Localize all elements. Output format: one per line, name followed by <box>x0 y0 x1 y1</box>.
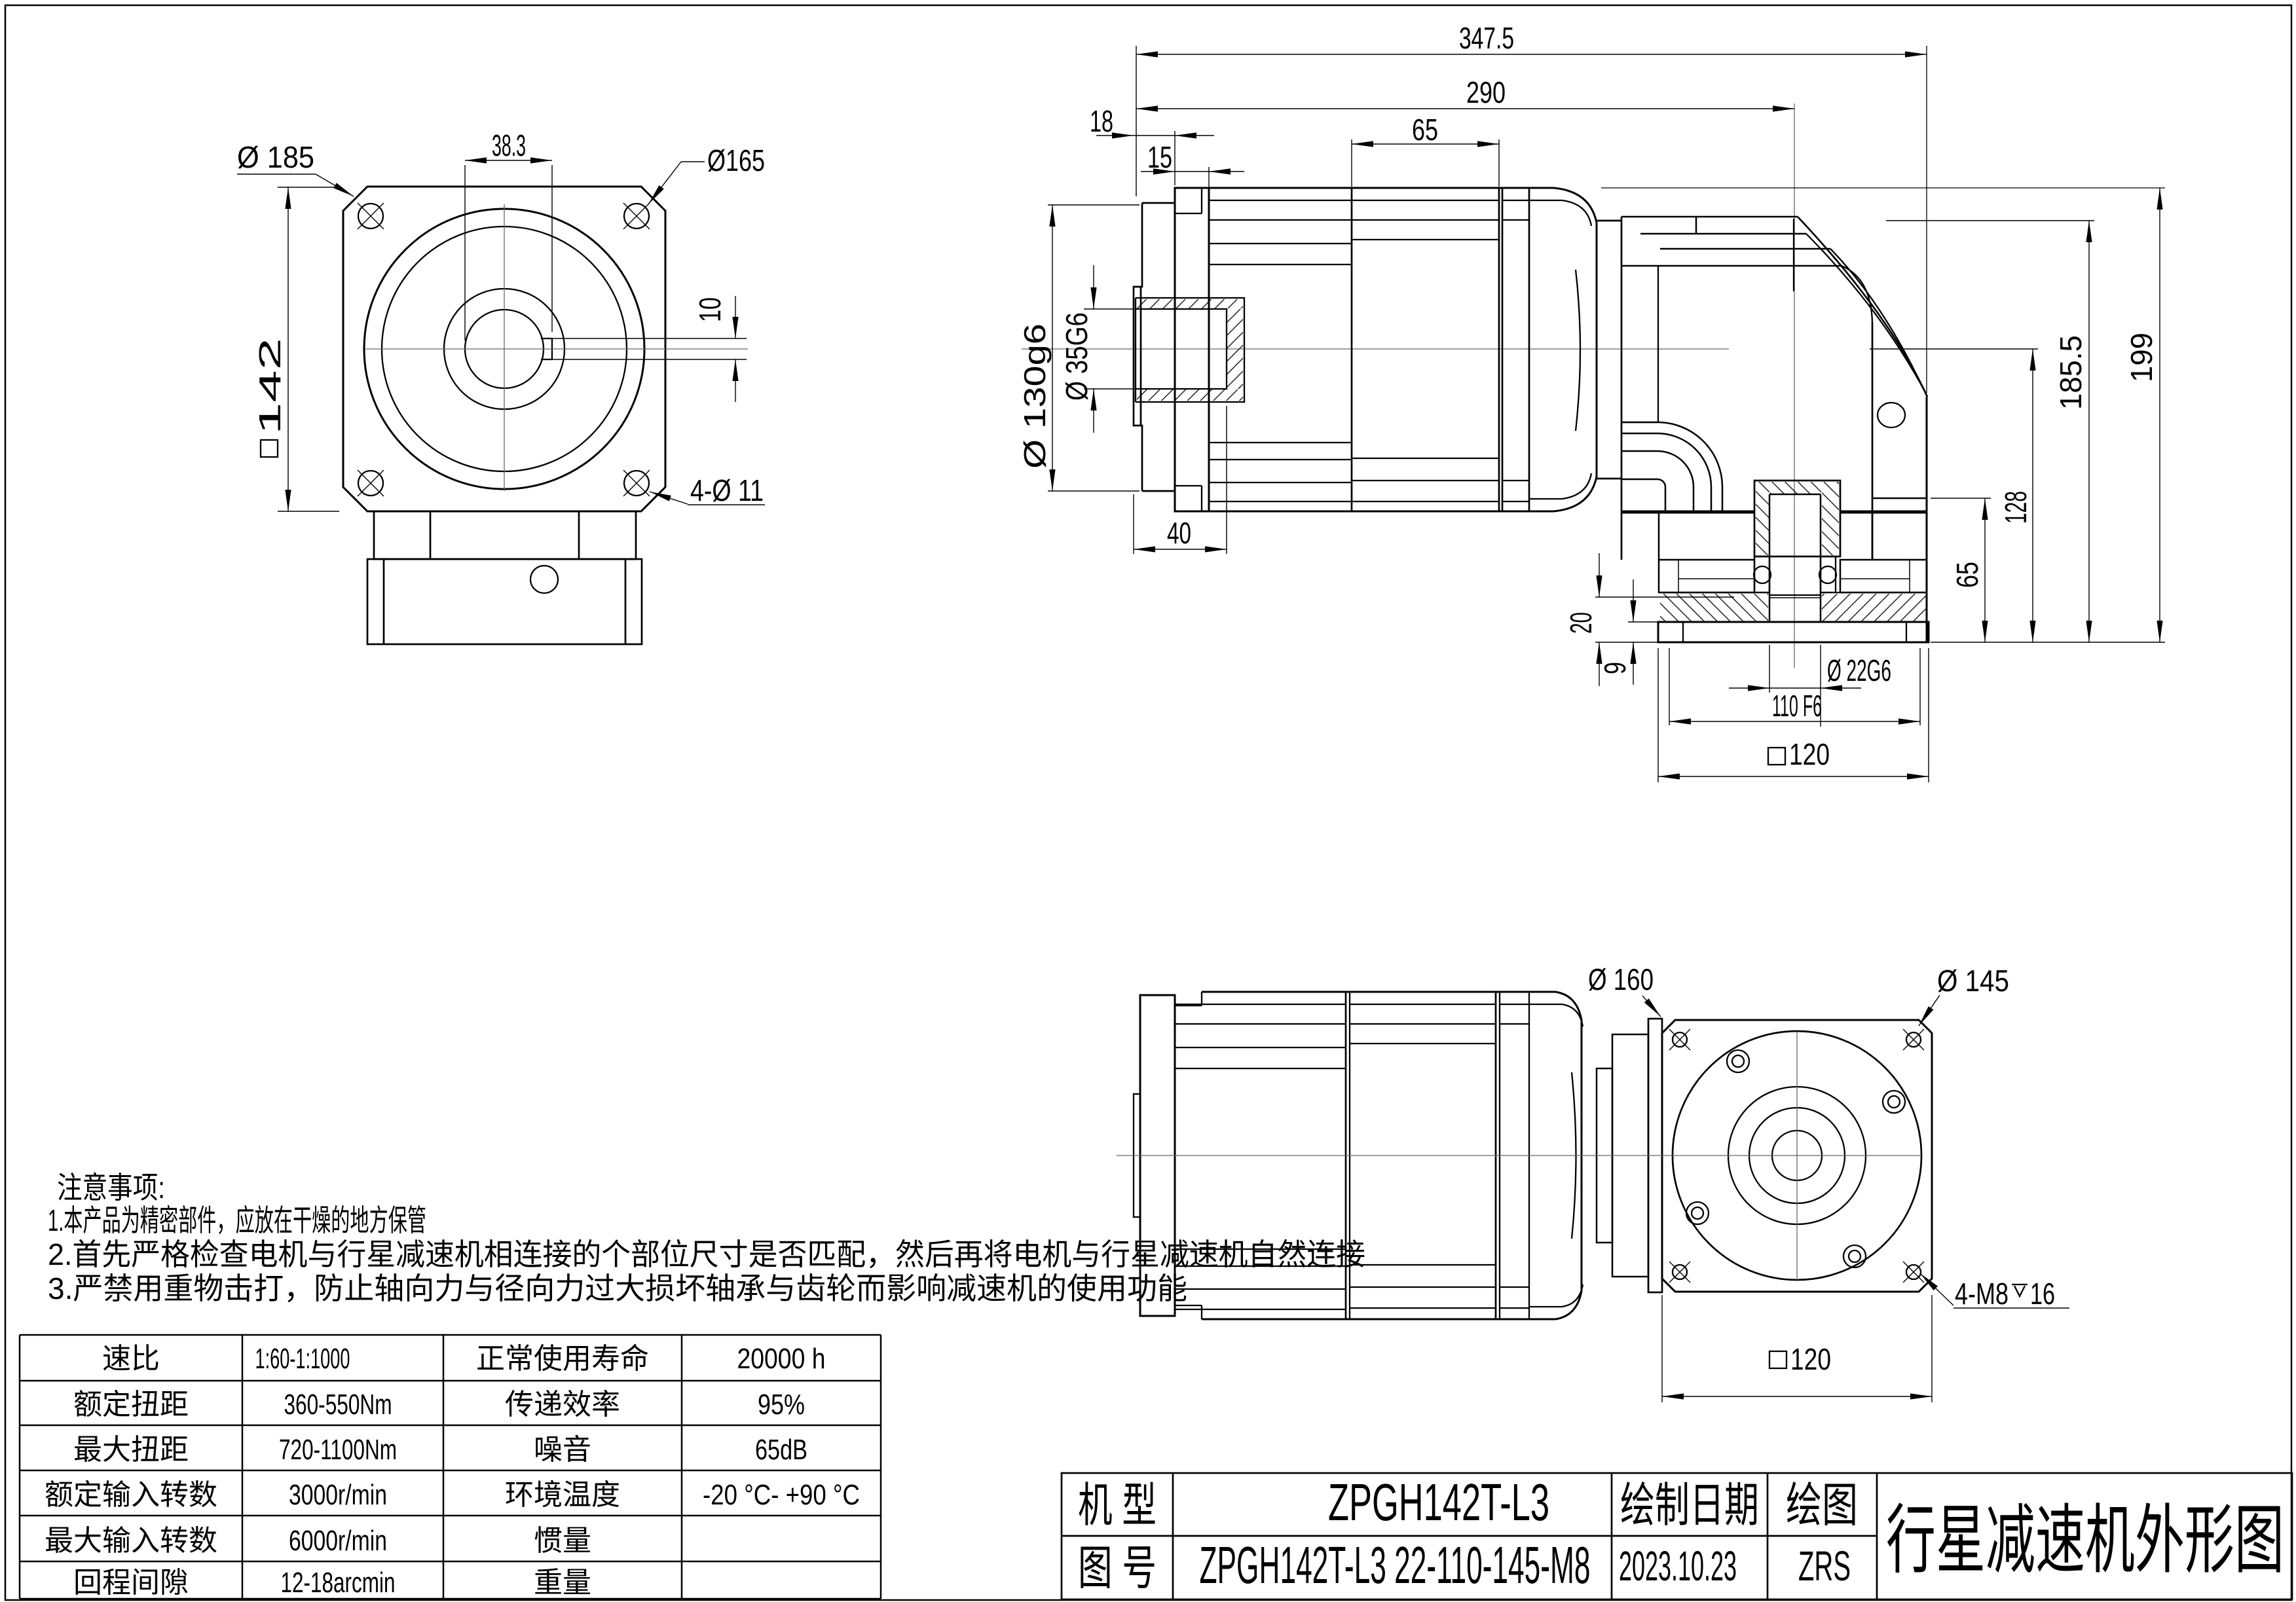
svg-text:重量: 重量 <box>534 1567 591 1599</box>
svg-text:Ø 35G6: Ø 35G6 <box>1060 312 1094 401</box>
svg-text:Ø 145: Ø 145 <box>1937 964 2009 998</box>
svg-text:360-550Nm: 360-550Nm <box>284 1389 392 1421</box>
svg-text:18: 18 <box>1090 104 1113 138</box>
svg-text:6000r/min: 6000r/min <box>289 1525 387 1557</box>
svg-text:16: 16 <box>2030 1277 2055 1311</box>
svg-text:4-M8: 4-M8 <box>1955 1277 2009 1311</box>
svg-text:速比: 速比 <box>102 1343 160 1375</box>
svg-text:ZRS: ZRS <box>1798 1542 1851 1590</box>
svg-text:142: 142 <box>253 338 287 435</box>
svg-text:ZPGH142T-L3 22-110-145-M8: ZPGH142T-L3 22-110-145-M8 <box>1200 1536 1591 1594</box>
svg-text:机 型: 机 型 <box>1078 1480 1157 1532</box>
svg-text:Ø 185: Ø 185 <box>237 140 314 174</box>
svg-text:185.5: 185.5 <box>2054 335 2088 410</box>
svg-text:Ø 130g6: Ø 130g6 <box>1018 323 1052 469</box>
svg-text:注意事项:: 注意事项: <box>57 1171 165 1205</box>
svg-text:20: 20 <box>1564 612 1598 634</box>
svg-text:4-Ø 11: 4-Ø 11 <box>690 473 764 507</box>
svg-text:噪音: 噪音 <box>534 1434 591 1466</box>
svg-text:347.5: 347.5 <box>1459 21 1514 55</box>
svg-text:传递效率: 传递效率 <box>505 1389 620 1421</box>
svg-text:2023.10.23: 2023.10.23 <box>1619 1542 1737 1590</box>
svg-text:128: 128 <box>1999 491 2033 524</box>
svg-text:120: 120 <box>1790 1342 1831 1376</box>
svg-text:65: 65 <box>1412 113 1438 147</box>
svg-text:199: 199 <box>2124 333 2158 382</box>
svg-text:-20 °C- +90 °C: -20 °C- +90 °C <box>703 1479 860 1511</box>
svg-text:12-18arcmin: 12-18arcmin <box>281 1567 396 1599</box>
svg-text:绘制日期: 绘制日期 <box>1620 1480 1759 1532</box>
svg-text:2.首先严格检查电机与行星减速机相连接的个部位尺寸是否匹配，: 2.首先严格检查电机与行星减速机相连接的个部位尺寸是否匹配，然后再将电机与行星减… <box>48 1237 1365 1271</box>
svg-text:20000 h: 20000 h <box>737 1343 826 1375</box>
svg-text:290: 290 <box>1466 75 1506 109</box>
svg-text:9: 9 <box>1598 662 1632 674</box>
svg-text:10: 10 <box>693 297 727 322</box>
svg-text:额定扭距: 额定扭距 <box>73 1389 189 1421</box>
svg-text:3000r/min: 3000r/min <box>289 1479 387 1511</box>
svg-text:1:60-1:1000: 1:60-1:1000 <box>255 1343 350 1375</box>
svg-text:Ø165: Ø165 <box>707 143 765 177</box>
svg-text:Ø 160: Ø 160 <box>1588 962 1654 996</box>
svg-text:最大扭距: 最大扭距 <box>73 1434 189 1466</box>
svg-text:绘图: 绘图 <box>1786 1480 1858 1532</box>
svg-text:正常使用寿命: 正常使用寿命 <box>476 1343 649 1375</box>
svg-text:38.3: 38.3 <box>492 128 526 162</box>
svg-text:惯量: 惯量 <box>534 1525 591 1557</box>
svg-text:3.严禁用重物击打，防止轴向力与径向力过大损坏轴承与齿轮而影: 3.严禁用重物击打，防止轴向力与径向力过大损坏轴承与齿轮而影响减速机的使用功能 <box>48 1271 1187 1305</box>
svg-text:120: 120 <box>1789 737 1830 771</box>
svg-text:720-1100Nm: 720-1100Nm <box>279 1434 397 1466</box>
svg-text:ZPGH142T-L3: ZPGH142T-L3 <box>1328 1473 1549 1531</box>
svg-text:65: 65 <box>1950 562 1984 588</box>
svg-text:回程间隙: 回程间隙 <box>73 1567 189 1599</box>
svg-text:95%: 95% <box>758 1389 805 1421</box>
svg-text:最大输入转数: 最大输入转数 <box>45 1525 217 1557</box>
svg-text:图 号: 图 号 <box>1078 1542 1157 1595</box>
svg-text:40: 40 <box>1167 516 1191 550</box>
svg-text:额定输入转数: 额定输入转数 <box>45 1479 217 1511</box>
svg-text:65dB: 65dB <box>755 1434 807 1466</box>
svg-text:110 F6: 110 F6 <box>1772 689 1822 723</box>
svg-text:行星减速机外形图: 行星减速机外形图 <box>1886 1499 2284 1582</box>
svg-text:15: 15 <box>1147 140 1172 174</box>
svg-text:环境温度: 环境温度 <box>505 1479 620 1511</box>
svg-text:1.本产品为精密部件，应放在干燥的地方保管: 1.本产品为精密部件，应放在干燥的地方保管 <box>48 1203 426 1237</box>
svg-text:Ø 22G6: Ø 22G6 <box>1827 653 1891 687</box>
